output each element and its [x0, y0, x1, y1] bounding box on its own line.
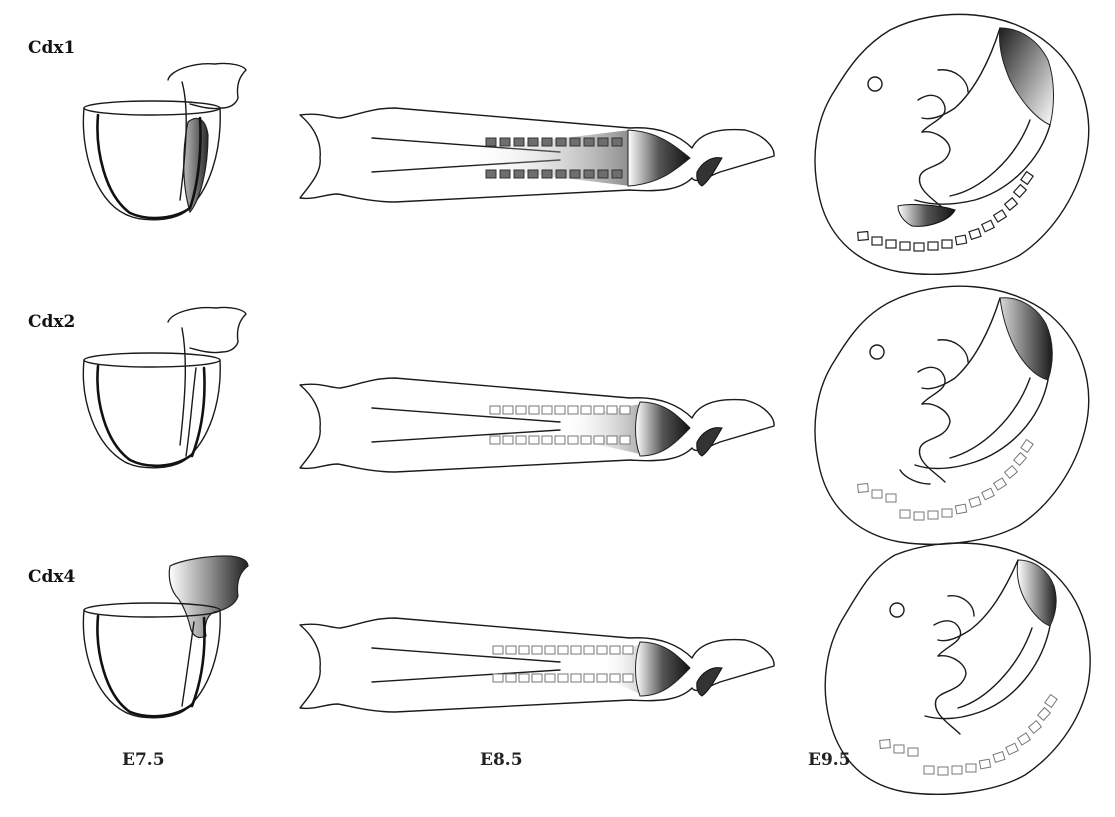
cdx4-e85-embryo: [300, 618, 774, 712]
cdx4-e75-expression: [169, 556, 248, 638]
cdx2-e85-embryo: [300, 378, 774, 472]
cdx1-e75-expression: [184, 118, 208, 212]
cdx4-e75-embryo: [83, 556, 248, 718]
cdx2-e75-embryo: [83, 307, 246, 467]
row-label-cdx2: Cdx2: [28, 312, 75, 332]
row-label-cdx1: Cdx1: [28, 38, 75, 58]
cdx2-e95-somites: [858, 440, 1033, 520]
col-label-e85: E8.5: [480, 750, 523, 770]
cdx1-e85-embryo: [300, 108, 774, 202]
col-label-e95: E9.5: [808, 750, 851, 770]
cdx1-e75-embryo: [83, 63, 246, 219]
col-label-e75: E7.5: [122, 750, 165, 770]
cdx4-e95-somites: [880, 695, 1057, 775]
cdx2-e95-embryo: [815, 286, 1089, 544]
cdx4-e95-embryo: [825, 543, 1090, 794]
cdx1-e95-embryo: [815, 14, 1089, 274]
row-label-cdx4: Cdx4: [28, 567, 76, 587]
